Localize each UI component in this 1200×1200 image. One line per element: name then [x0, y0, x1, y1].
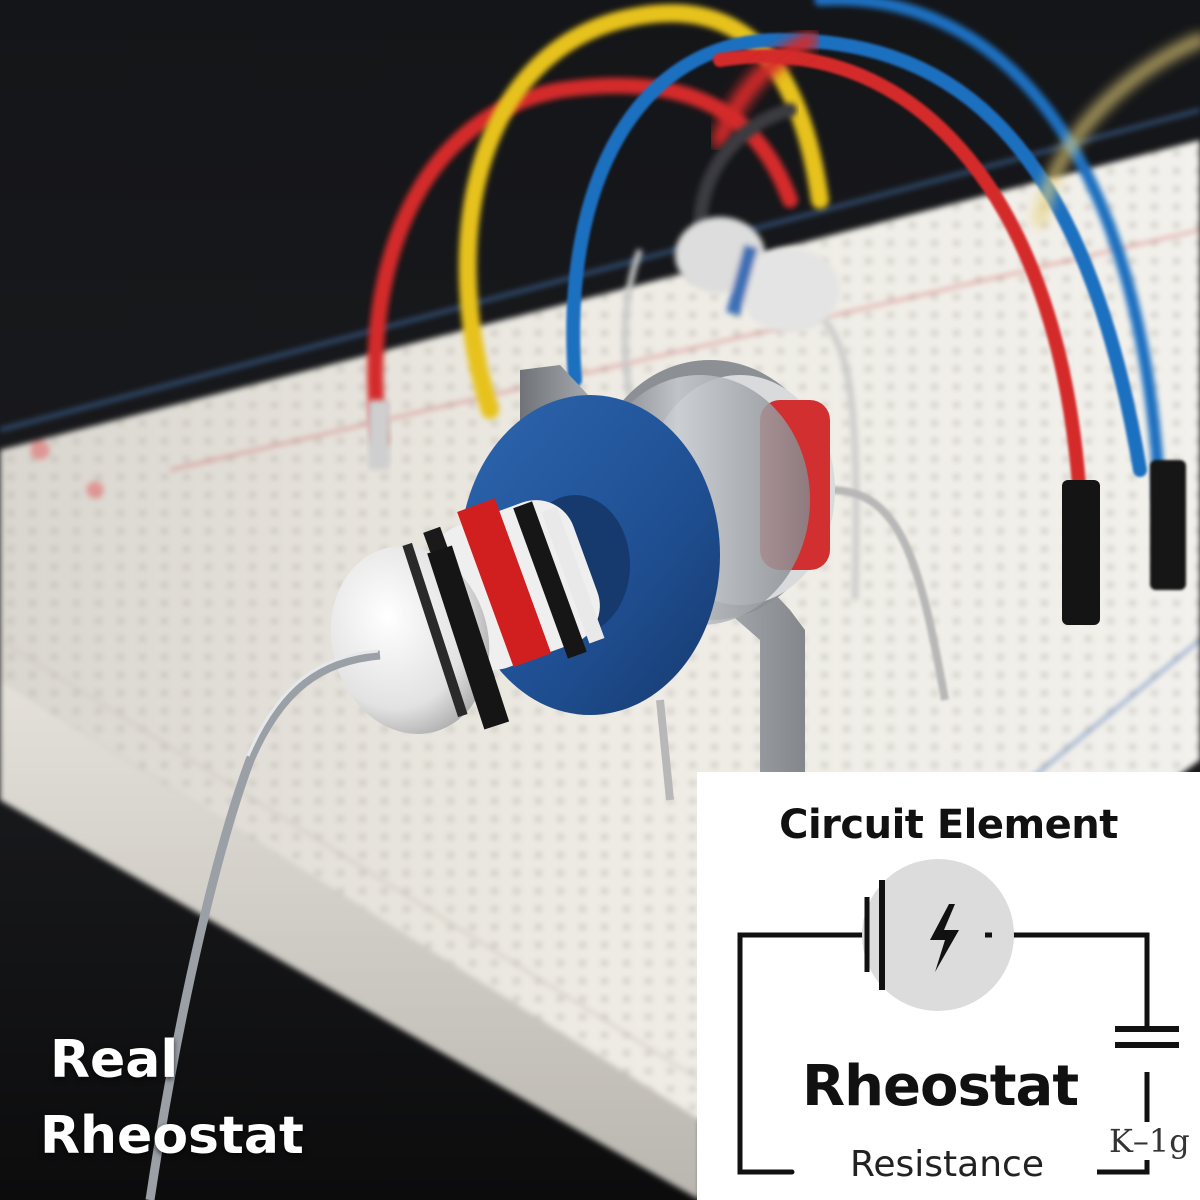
lead-wire	[145, 650, 381, 1200]
lightning-bolt-icon	[930, 904, 959, 972]
rheostat-component	[330, 360, 949, 801]
diagram-component-name: Rheostat	[802, 1054, 1079, 1119]
caption-line-real: Real	[50, 1030, 179, 1090]
circuit-wire-right	[982, 932, 1150, 1032]
circuit-wire-left	[737, 932, 870, 1175]
diagram-subtitle: Resistance	[797, 1144, 1097, 1185]
caption-line-rheostat: Rheostat	[40, 1106, 304, 1166]
diagram-tag: K–1g	[1109, 1122, 1199, 1160]
photo-caption: Real Rheostat	[40, 1022, 380, 1174]
circuit-diagram-panel: Circuit Element Rheostat Resistance K–1g	[697, 772, 1200, 1200]
jumper-wires	[367, 0, 1200, 507]
diagram-title: Circuit Element	[779, 802, 1118, 848]
background-resistor	[622, 217, 860, 601]
circuit-diagram	[737, 859, 1179, 1175]
wire-terminals	[368, 400, 1186, 625]
